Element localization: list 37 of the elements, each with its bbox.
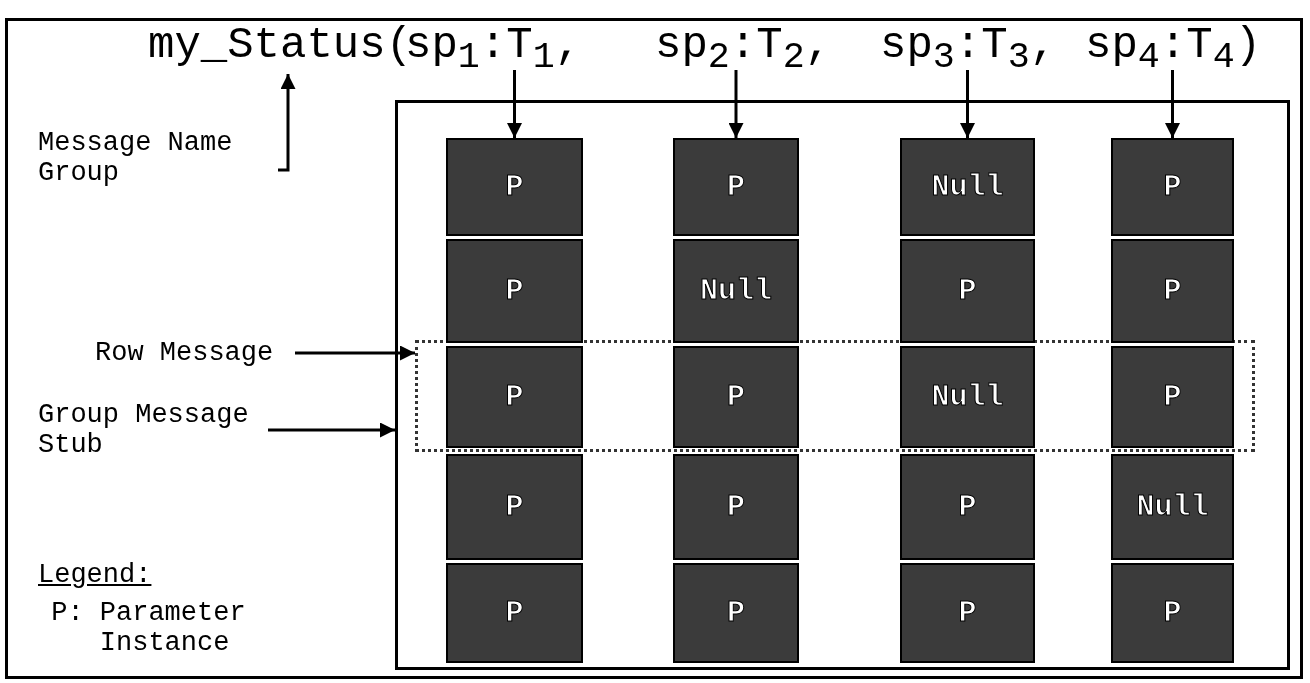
arrow xyxy=(960,70,975,138)
parameter-cell: P xyxy=(673,138,799,236)
parameter-cell: P xyxy=(673,346,799,448)
legend-text: P: Parameter Instance xyxy=(50,598,247,658)
parameter-cell: P xyxy=(1111,239,1234,343)
arrow xyxy=(1165,70,1180,138)
label-text: Message Name Group xyxy=(38,128,278,188)
parameter-cell: P xyxy=(900,239,1035,343)
parameter-cell: P xyxy=(446,138,583,236)
parameter-cell: Null xyxy=(900,346,1035,448)
arrow xyxy=(278,74,296,172)
arrow xyxy=(268,422,395,438)
arrow xyxy=(507,70,522,138)
parameter-text: sp$_{1}$:T$_{1}$, xyxy=(405,20,582,70)
parameter-text: sp$_{2}$:T$_{2}$, xyxy=(655,20,832,70)
legend-heading: Legend: xyxy=(38,560,152,590)
parameter-cell: P xyxy=(673,563,799,663)
parameter-text: sp$_{4}$:T$_{4}$) xyxy=(1085,20,1262,70)
parameter-cell: P xyxy=(1111,346,1234,448)
parameter-cell: P xyxy=(446,239,583,343)
parameter-text: sp$_{3}$:T$_{3}$, xyxy=(880,20,1057,70)
group-box xyxy=(395,100,1290,670)
parameter-cell: P xyxy=(446,346,583,448)
parameter-cell: Null xyxy=(1111,454,1234,560)
arrow xyxy=(728,70,744,138)
parameter-cell: P xyxy=(900,454,1035,560)
parameter-cell: Null xyxy=(900,138,1035,236)
parameter-cell: P xyxy=(446,563,583,663)
arrow xyxy=(295,345,415,361)
parameter-cell: P xyxy=(1111,563,1234,663)
parameter-cell: P xyxy=(446,454,583,560)
parameter-cell: P xyxy=(900,563,1035,663)
parameter-cell: P xyxy=(673,454,799,560)
parameter-cell: P xyxy=(1111,138,1234,236)
label-text: Group Message Stub xyxy=(38,400,268,460)
row-outline xyxy=(415,340,1255,452)
label-text: Row Message xyxy=(95,338,295,368)
